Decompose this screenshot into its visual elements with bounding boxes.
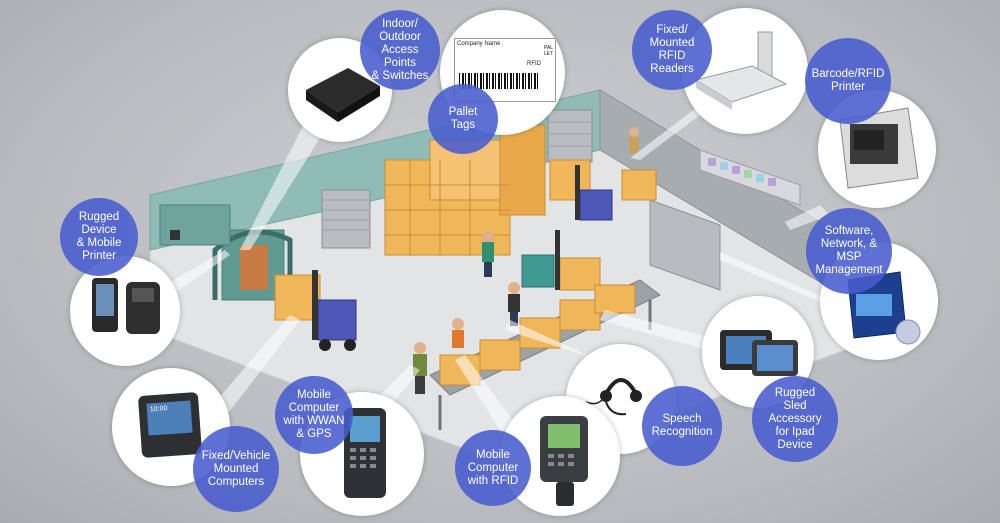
forklift-right (521, 230, 560, 290)
side-room-wall (649, 199, 721, 291)
rugged-device-bubble (70, 256, 180, 366)
vehicle-terminal-icon: 10:00 (137, 391, 203, 459)
callout-beam (720, 252, 840, 310)
worker-conveyor (452, 318, 464, 348)
rugged-device-icon (92, 278, 160, 334)
mobile-wwan-label: Mobile Computer with WWAN & GPS (275, 376, 353, 454)
headset-icon (585, 378, 642, 416)
forklift-center (575, 165, 613, 221)
access-points-label: Indoor/ Outdoor Access Points & Switches (360, 10, 440, 90)
truck (159, 204, 231, 246)
terminal-clock: 10:00 (149, 405, 168, 414)
sled-accessory-label: Rugged Sled Accessory for Ipad Device (752, 376, 838, 462)
pallet-tags-label: Pallet Tags (428, 84, 498, 154)
pallet-tag-label: Company Name RFID PALLET (454, 38, 556, 102)
callout-beam (785, 205, 830, 230)
roller-door-2 (547, 109, 593, 163)
callout-beam (630, 100, 720, 160)
tablet-sled-icon (720, 330, 798, 376)
speech-recognition-label: Speech Recognition (642, 386, 722, 466)
software-label: Software, Network, & MSP Management (806, 208, 892, 294)
mobile-rfid-bubble (500, 396, 620, 516)
pallet-company-name: Company Name (457, 41, 501, 47)
pallet-barcode (459, 73, 539, 89)
callout-beam (600, 310, 725, 355)
worker-back-door (629, 127, 639, 153)
pallet-side-text: PALLET (544, 45, 554, 57)
callout-beam (505, 320, 620, 370)
rugged-device-label: Rugged Device & Mobile Printer (60, 198, 138, 276)
mobile-rfid-label: Mobile Computer with RFID (455, 430, 531, 506)
barcode-printer-icon (839, 107, 919, 189)
vehicle-computers-label: Fixed/Vehicle Mounted Computers (193, 426, 279, 512)
vehicle-terminal-screen: 10:00 (146, 400, 193, 436)
roller-door-1 (321, 189, 371, 249)
rfid-reader-icon (694, 31, 788, 110)
box-forklift-right (559, 257, 601, 291)
forklift-left (312, 270, 357, 351)
callout-beam (200, 315, 300, 430)
callout-beam (240, 122, 330, 250)
shelf-products (708, 158, 776, 186)
box-stack-right (621, 169, 657, 201)
callout-beam (455, 355, 520, 430)
rfid-readers-label: Fixed/ Mounted RFID Readers (632, 10, 712, 90)
software-bubble (820, 242, 938, 360)
pallet-rfid-text: RFID (527, 61, 541, 67)
worker-right (508, 282, 520, 326)
rfid-handheld-icon (540, 416, 588, 506)
barcode-printer-label: Barcode/RFID Printer (805, 38, 891, 124)
access-point-icon (306, 68, 380, 122)
worker-center (482, 230, 494, 277)
wwan-handheld-icon (344, 408, 386, 498)
